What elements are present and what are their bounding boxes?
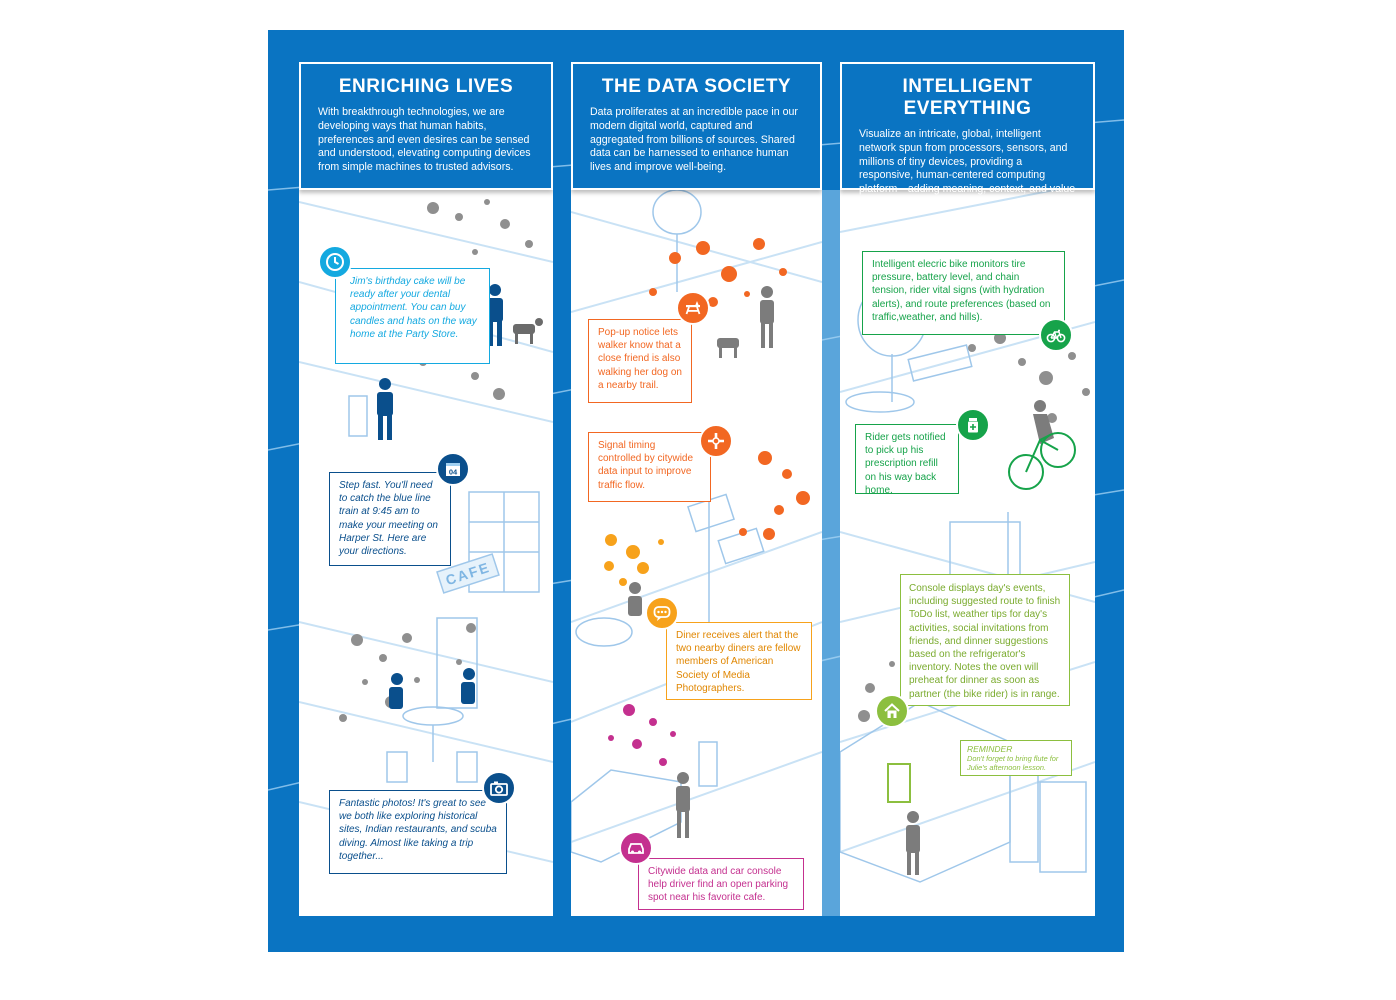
panel-intelligent-everything: INTELLIGENT EVERYTHING Visualize an intr… — [840, 62, 1095, 916]
section-header: ENRICHING LIVES With breakthrough techno… — [299, 62, 553, 190]
bicycle-icon — [1039, 318, 1073, 352]
panel-data-society: THE DATA SOCIETY Data proliferates at an… — [571, 62, 822, 916]
infographic-frame: CAFE ENRICHING LIVES With breakthrough t… — [268, 30, 1124, 952]
section-description: Visualize an intricate, global, intellig… — [859, 128, 1076, 209]
section-title: INTELLIGENT EVERYTHING — [902, 76, 1033, 119]
diner-alert-note: Diner receives alert that the two nearby… — [666, 622, 812, 700]
section-description: Data proliferates at an incredible pace … — [590, 106, 798, 174]
traffic-signal-note: Signal timing controlled by citywide dat… — [588, 432, 711, 502]
train-schedule-note: Step fast. You'll need to catch the blue… — [329, 472, 451, 566]
section-header: THE DATA SOCIETY Data proliferates at an… — [571, 62, 822, 190]
picnic-table-icon — [676, 291, 710, 325]
intersection-icon — [699, 424, 733, 458]
panel-enriching-lives: CAFE ENRICHING LIVES With breakthrough t… — [299, 62, 553, 916]
car-icon — [619, 831, 653, 865]
section-title: ENRICHING LIVES — [338, 76, 514, 97]
home-icon — [875, 694, 909, 728]
chat-bubble-icon — [645, 596, 679, 630]
birthday-cake-note: Jim's birthday cake will be ready after … — [335, 268, 490, 364]
section-header: INTELLIGENT EVERYTHING Visualize an intr… — [840, 62, 1095, 209]
ebike-monitor-note: Intelligent elecric bike monitors tire p… — [862, 251, 1065, 335]
calendar-icon: 04 — [436, 452, 470, 486]
home-console-note: Console displays day's events, including… — [900, 574, 1070, 706]
photos-note: Fantastic photos! It's great to see we b… — [329, 790, 507, 874]
section-description: With breakthrough technologies, we are d… — [318, 106, 531, 174]
prescription-note: Rider gets notified to pick up his presc… — [855, 424, 959, 496]
reminder-text: Don't forget to bring flute for Julie's … — [967, 754, 1059, 772]
camera-icon — [482, 771, 516, 805]
calendar-date: 04 — [449, 468, 458, 477]
reminder-note: REMINDER Don't forget to bring flute for… — [960, 740, 1072, 776]
parking-note: Citywide data and car console help drive… — [638, 858, 804, 910]
section-title: THE DATA SOCIETY — [601, 76, 792, 97]
dog-walker-note: Pop-up notice lets walker know that a cl… — [588, 319, 692, 403]
clock-icon — [318, 245, 352, 279]
reminder-title: REMINDER — [967, 744, 1013, 754]
pill-bottle-icon — [956, 408, 990, 442]
